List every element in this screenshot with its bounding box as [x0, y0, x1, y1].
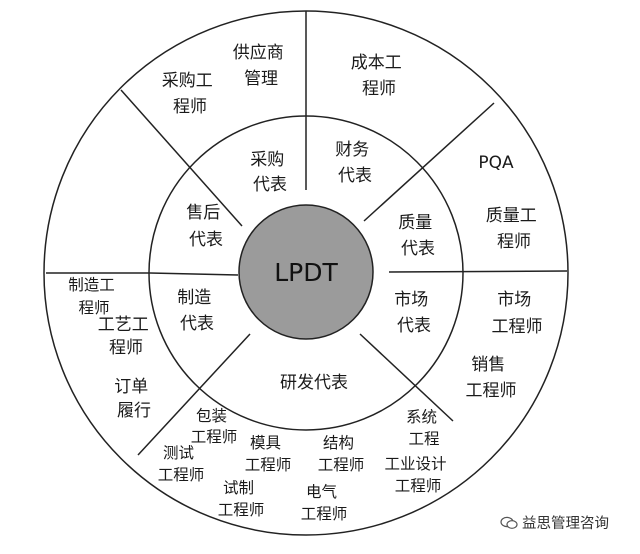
- industrial-design-engineer-label: 工业设计 工程师: [385, 455, 452, 495]
- manufacturing-rep-label: 制造 代表: [177, 288, 216, 334]
- quality-rep-label: 质量 代表: [398, 213, 437, 259]
- rd-rep-label: 研发代表: [280, 373, 348, 393]
- process-engineer-label: 工艺工 程师: [98, 315, 154, 358]
- spoke-upper-right: [363, 102, 495, 222]
- order-fulfillment-label: 订单 履行: [114, 377, 153, 421]
- watermark: 益思管理咨询: [500, 512, 609, 533]
- electrical-engineer-label: 电气 工程师: [301, 483, 348, 523]
- sales-engineer-label: 销售 工程师: [466, 355, 517, 401]
- cost-engineer-label: 成本工 程师: [351, 53, 407, 99]
- system-engineer-label: 系统 工程: [406, 408, 442, 448]
- packaging-engineer-label: 包装 工程师: [191, 407, 238, 446]
- structure-engineer-label: 结构 工程师: [318, 434, 365, 474]
- mold-engineer-label: 模具 工程师: [245, 434, 292, 474]
- spoke-lower-left: [137, 333, 251, 456]
- center-hub: [238, 204, 374, 340]
- spoke-lower-right: [359, 333, 454, 422]
- spoke-upper-left: [120, 89, 243, 227]
- spokes: [46, 11, 568, 456]
- after-sales-rep-label: 售后 代表: [186, 203, 225, 250]
- finance-rep-label: 财务 代表: [335, 140, 374, 186]
- supplier-mgmt-label: 供应商 管理: [233, 43, 289, 89]
- purchasing-engineer-label: 采购工 程师: [162, 71, 218, 117]
- market-rep-label: 市场 代表: [394, 290, 433, 336]
- test-engineer-label: 测试 工程师: [158, 444, 205, 484]
- procurement-rep-label: 采购 代表: [250, 150, 289, 195]
- spoke-right: [388, 270, 568, 273]
- center-label: LPDT: [274, 258, 338, 287]
- mfg-engineer-label: 制造工 程师: [68, 276, 119, 317]
- quality-engineer-label: 质量工 程师: [486, 206, 542, 252]
- watermark-text: 益思管理咨询: [522, 516, 609, 532]
- trial-engineer-label: 试制 工程师: [218, 479, 265, 519]
- pqa-label: PQA: [478, 153, 514, 173]
- chat-bubble-icon: [500, 516, 518, 529]
- spoke-inner-left: [149, 272, 239, 276]
- market-engineer-label: 市场 工程师: [492, 290, 543, 337]
